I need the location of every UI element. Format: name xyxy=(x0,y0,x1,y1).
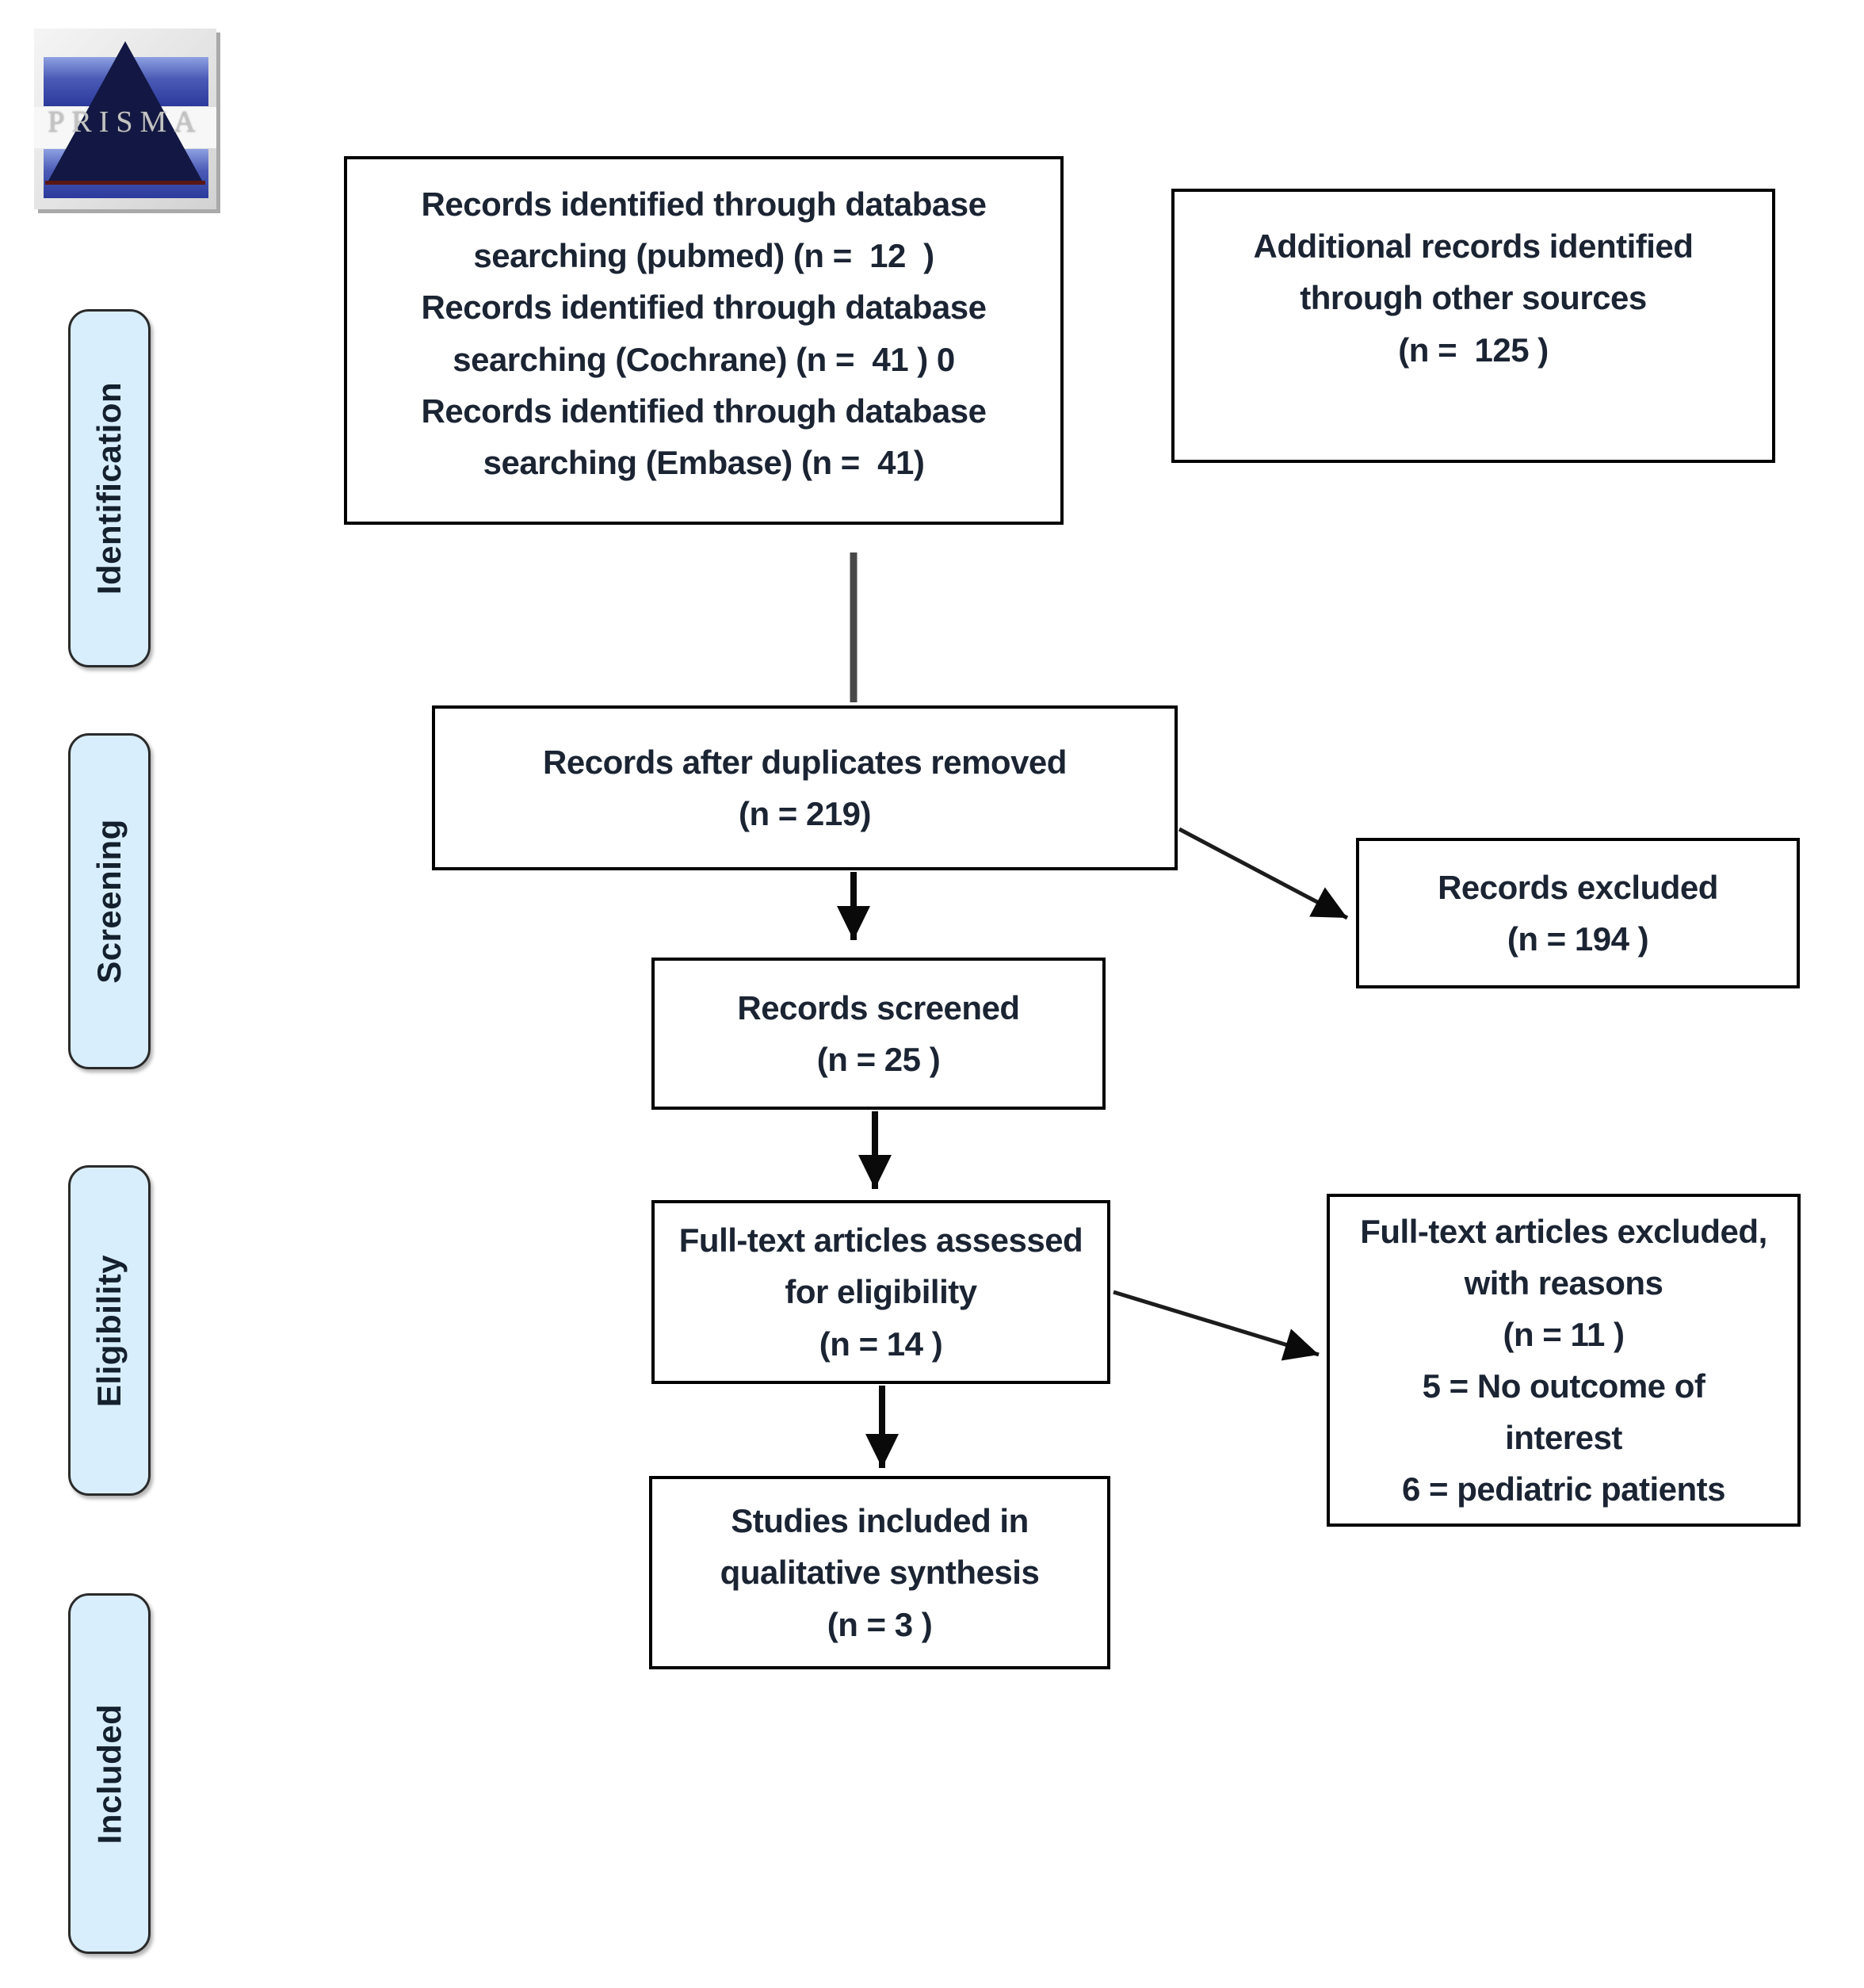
stage-screening: Screening xyxy=(68,733,151,1069)
prisma-logo: PRISMA xyxy=(34,29,216,209)
records-identified-line: Records identified through database xyxy=(421,392,987,430)
records-screened-line: (n = 25 ) xyxy=(816,1041,941,1078)
box-records-excluded: Records excluded (n = 194 ) xyxy=(1356,838,1800,988)
logo-wordmark: PRISMA xyxy=(48,105,203,139)
records-after-duplicates-line: Records after duplicates removed xyxy=(543,743,1067,781)
stage-included: Included xyxy=(68,1593,151,1954)
arrow-dedup-to-records-excluded xyxy=(1178,827,1349,920)
records-identified-line: searching (pubmed) (n = 12 ) xyxy=(473,237,934,275)
box-additional-records: Additional records identified through ot… xyxy=(1171,189,1775,463)
stage-eligibility-label: Eligibility xyxy=(90,1254,128,1407)
records-excluded-line: (n = 194 ) xyxy=(1507,920,1649,958)
box-fulltext-excluded: Full-text articles excluded, with reason… xyxy=(1327,1194,1801,1527)
box-studies-included: Studies included in qualitative synthesi… xyxy=(649,1476,1110,1669)
records-identified-line: searching (Cochrane) (n = 41 ) 0 xyxy=(453,340,955,378)
additional-records-line: (n = 125 ) xyxy=(1398,331,1549,369)
box-records-identified: Records identified through database sear… xyxy=(344,156,1064,525)
studies-included-line: (n = 3 ) xyxy=(827,1605,933,1643)
stage-identification-label: Identification xyxy=(90,381,128,595)
additional-records-line: through other sources xyxy=(1300,279,1647,317)
fulltext-excluded-line: 5 = No outcome of xyxy=(1422,1367,1705,1405)
records-screened-line: Records screened xyxy=(737,988,1020,1026)
records-identified-line: Records identified through database xyxy=(421,289,987,327)
fulltext-assessed-line: (n = 14 ) xyxy=(819,1325,943,1363)
additional-records-line: Additional records identified xyxy=(1253,227,1694,266)
records-excluded-line: Records excluded xyxy=(1438,868,1718,906)
stage-included-label: Included xyxy=(90,1703,128,1844)
stage-eligibility: Eligibility xyxy=(68,1165,151,1496)
fulltext-excluded-line: interest xyxy=(1505,1419,1622,1457)
fulltext-excluded-line: with reasons xyxy=(1464,1264,1663,1302)
box-records-after-duplicates: Records after duplicates removed (n = 21… xyxy=(432,705,1178,870)
stage-screening-label: Screening xyxy=(90,819,128,984)
records-identified-line: Records identified through database xyxy=(421,185,987,224)
logo-triangle-base-line xyxy=(45,181,205,185)
fulltext-excluded-line: Full-text articles excluded, xyxy=(1360,1212,1767,1250)
studies-included-line: Studies included in xyxy=(731,1502,1029,1540)
arrow-fulltext-to-fulltext-excluded xyxy=(1113,1290,1320,1361)
box-records-screened: Records screened (n = 25 ) xyxy=(651,958,1106,1110)
fulltext-excluded-line: (n = 11 ) xyxy=(1503,1315,1625,1353)
fulltext-assessed-line: for eligibility xyxy=(785,1273,977,1311)
studies-included-line: qualitative synthesis xyxy=(720,1554,1040,1592)
box-fulltext-assessed: Full-text articles assessed for eligibil… xyxy=(651,1200,1110,1384)
stage-identification: Identification xyxy=(68,309,151,667)
prisma-triangle-icon xyxy=(48,41,202,181)
fulltext-excluded-line: 6 = pediatric patients xyxy=(1402,1470,1725,1508)
fulltext-assessed-line: Full-text articles assessed xyxy=(678,1221,1083,1260)
records-after-duplicates-line: (n = 219) xyxy=(738,795,872,832)
records-identified-line: searching (Embase) (n = 41) xyxy=(483,443,925,481)
